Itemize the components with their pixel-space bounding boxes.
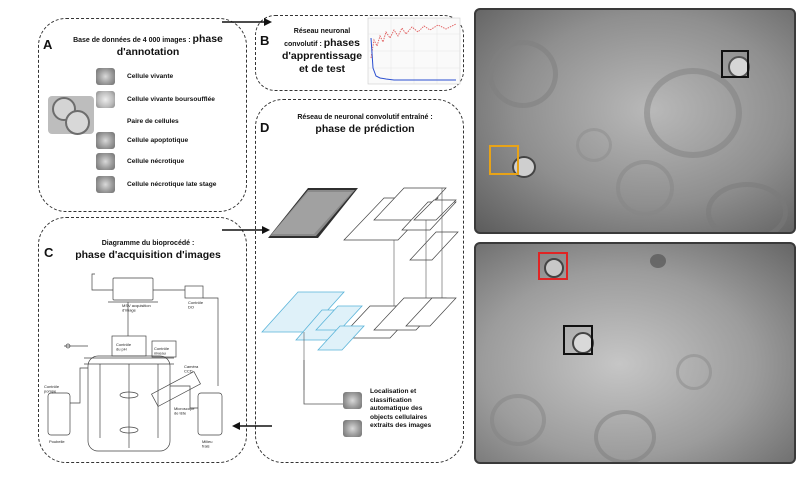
training-curve-chart [367,17,461,85]
panel-a-annotation [38,18,247,212]
output-cell-icon-2 [343,420,362,437]
arrow-a-to-b [222,18,272,26]
micrograph-top [474,8,796,234]
arrow-c-to-d [222,226,270,234]
cell-label-pair: Paire de cellules [127,118,179,125]
micrograph-bottom [474,242,796,464]
apoptotic-cell-icon [96,132,115,149]
panel-b-title: Réseau neuronal convolutif : phases d'ap… [281,28,363,75]
late-necrotic-cell-icon [96,176,115,193]
panel-c-bioprocess [38,217,247,463]
cell-label-apoptotic: Cellule apoptotique [127,137,189,144]
cell-sample-circle-2 [65,110,90,135]
panel-b-letter: B [260,33,270,48]
panel-d-prediction [255,99,464,463]
detection-box-red [538,252,568,280]
detection-box-black-top [721,50,749,78]
cnn-architecture-diagram [261,187,459,390]
cell-label-living: Cellule vivante [127,73,174,80]
output-cell-icon-1 [343,392,362,409]
output-description: Localisation et classification automatiq… [370,388,432,430]
cell-label-swollen: Cellule vivante boursoufflée [127,96,215,103]
cell-label-late-necrotic: Cellule nécrotique late stage [127,181,217,188]
panel-b-training [255,15,464,91]
swollen-cell-icon [96,91,115,108]
cell-label-necrotic: Cellule nécrotique [127,158,185,165]
panel-d-letter: D [260,120,270,135]
panel-d-title: Réseau de neuronal convolutif entraîné :… [297,114,433,135]
living-cell-icon [96,68,115,85]
detection-box-black-bottom [563,325,593,355]
label-waste-bottle: Poubelle [49,439,65,444]
detection-box-yellow [489,145,519,175]
necrotic-cell-icon [96,153,115,170]
arrow-d-to-c [232,422,272,430]
panel-c-letter: C [44,245,54,260]
cell-sample-circle-1 [52,97,76,121]
panel-a-title: Base de données de 4 000 images : phase … [73,33,223,59]
panel-c-title: Diagramme du bioprocédé : phase d'acquis… [75,240,221,261]
panel-a-letter: A [43,37,53,52]
